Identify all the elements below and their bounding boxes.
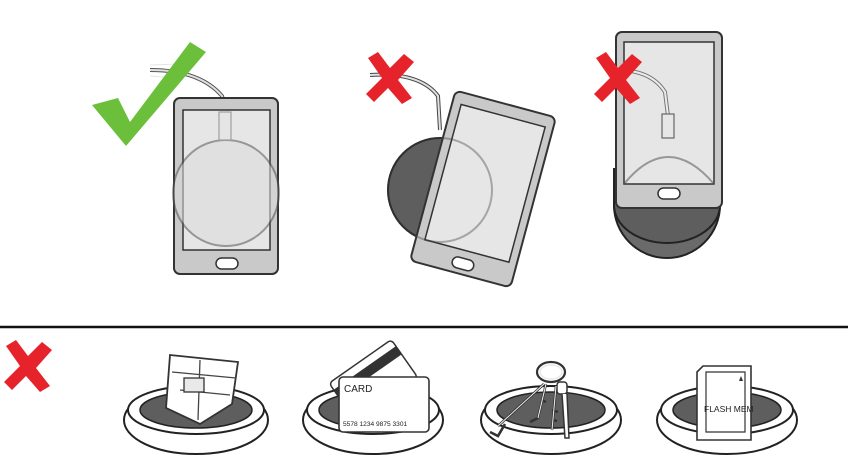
placement-offset-top	[594, 32, 722, 258]
foreign-object-flash-card: FLASH MEM	[657, 366, 797, 454]
card-icon: CARD 5578 1234 9875 3301	[329, 340, 429, 432]
sd-card-icon: FLASH MEM	[697, 366, 754, 440]
foreign-object-watch-band	[124, 355, 268, 454]
x-mark-icon	[4, 340, 52, 392]
placement-centered	[92, 42, 279, 274]
flash-card-label: FLASH MEM	[704, 404, 754, 414]
foreign-object-card: CARD 5578 1234 9875 3301	[303, 340, 443, 454]
charger-pad	[481, 386, 621, 454]
card-number: 5578 1234 9875 3301	[343, 421, 408, 428]
card-title: CARD	[344, 384, 372, 395]
placement-tilted	[366, 52, 556, 287]
foreign-object-keys	[481, 362, 621, 454]
phone	[410, 91, 556, 288]
